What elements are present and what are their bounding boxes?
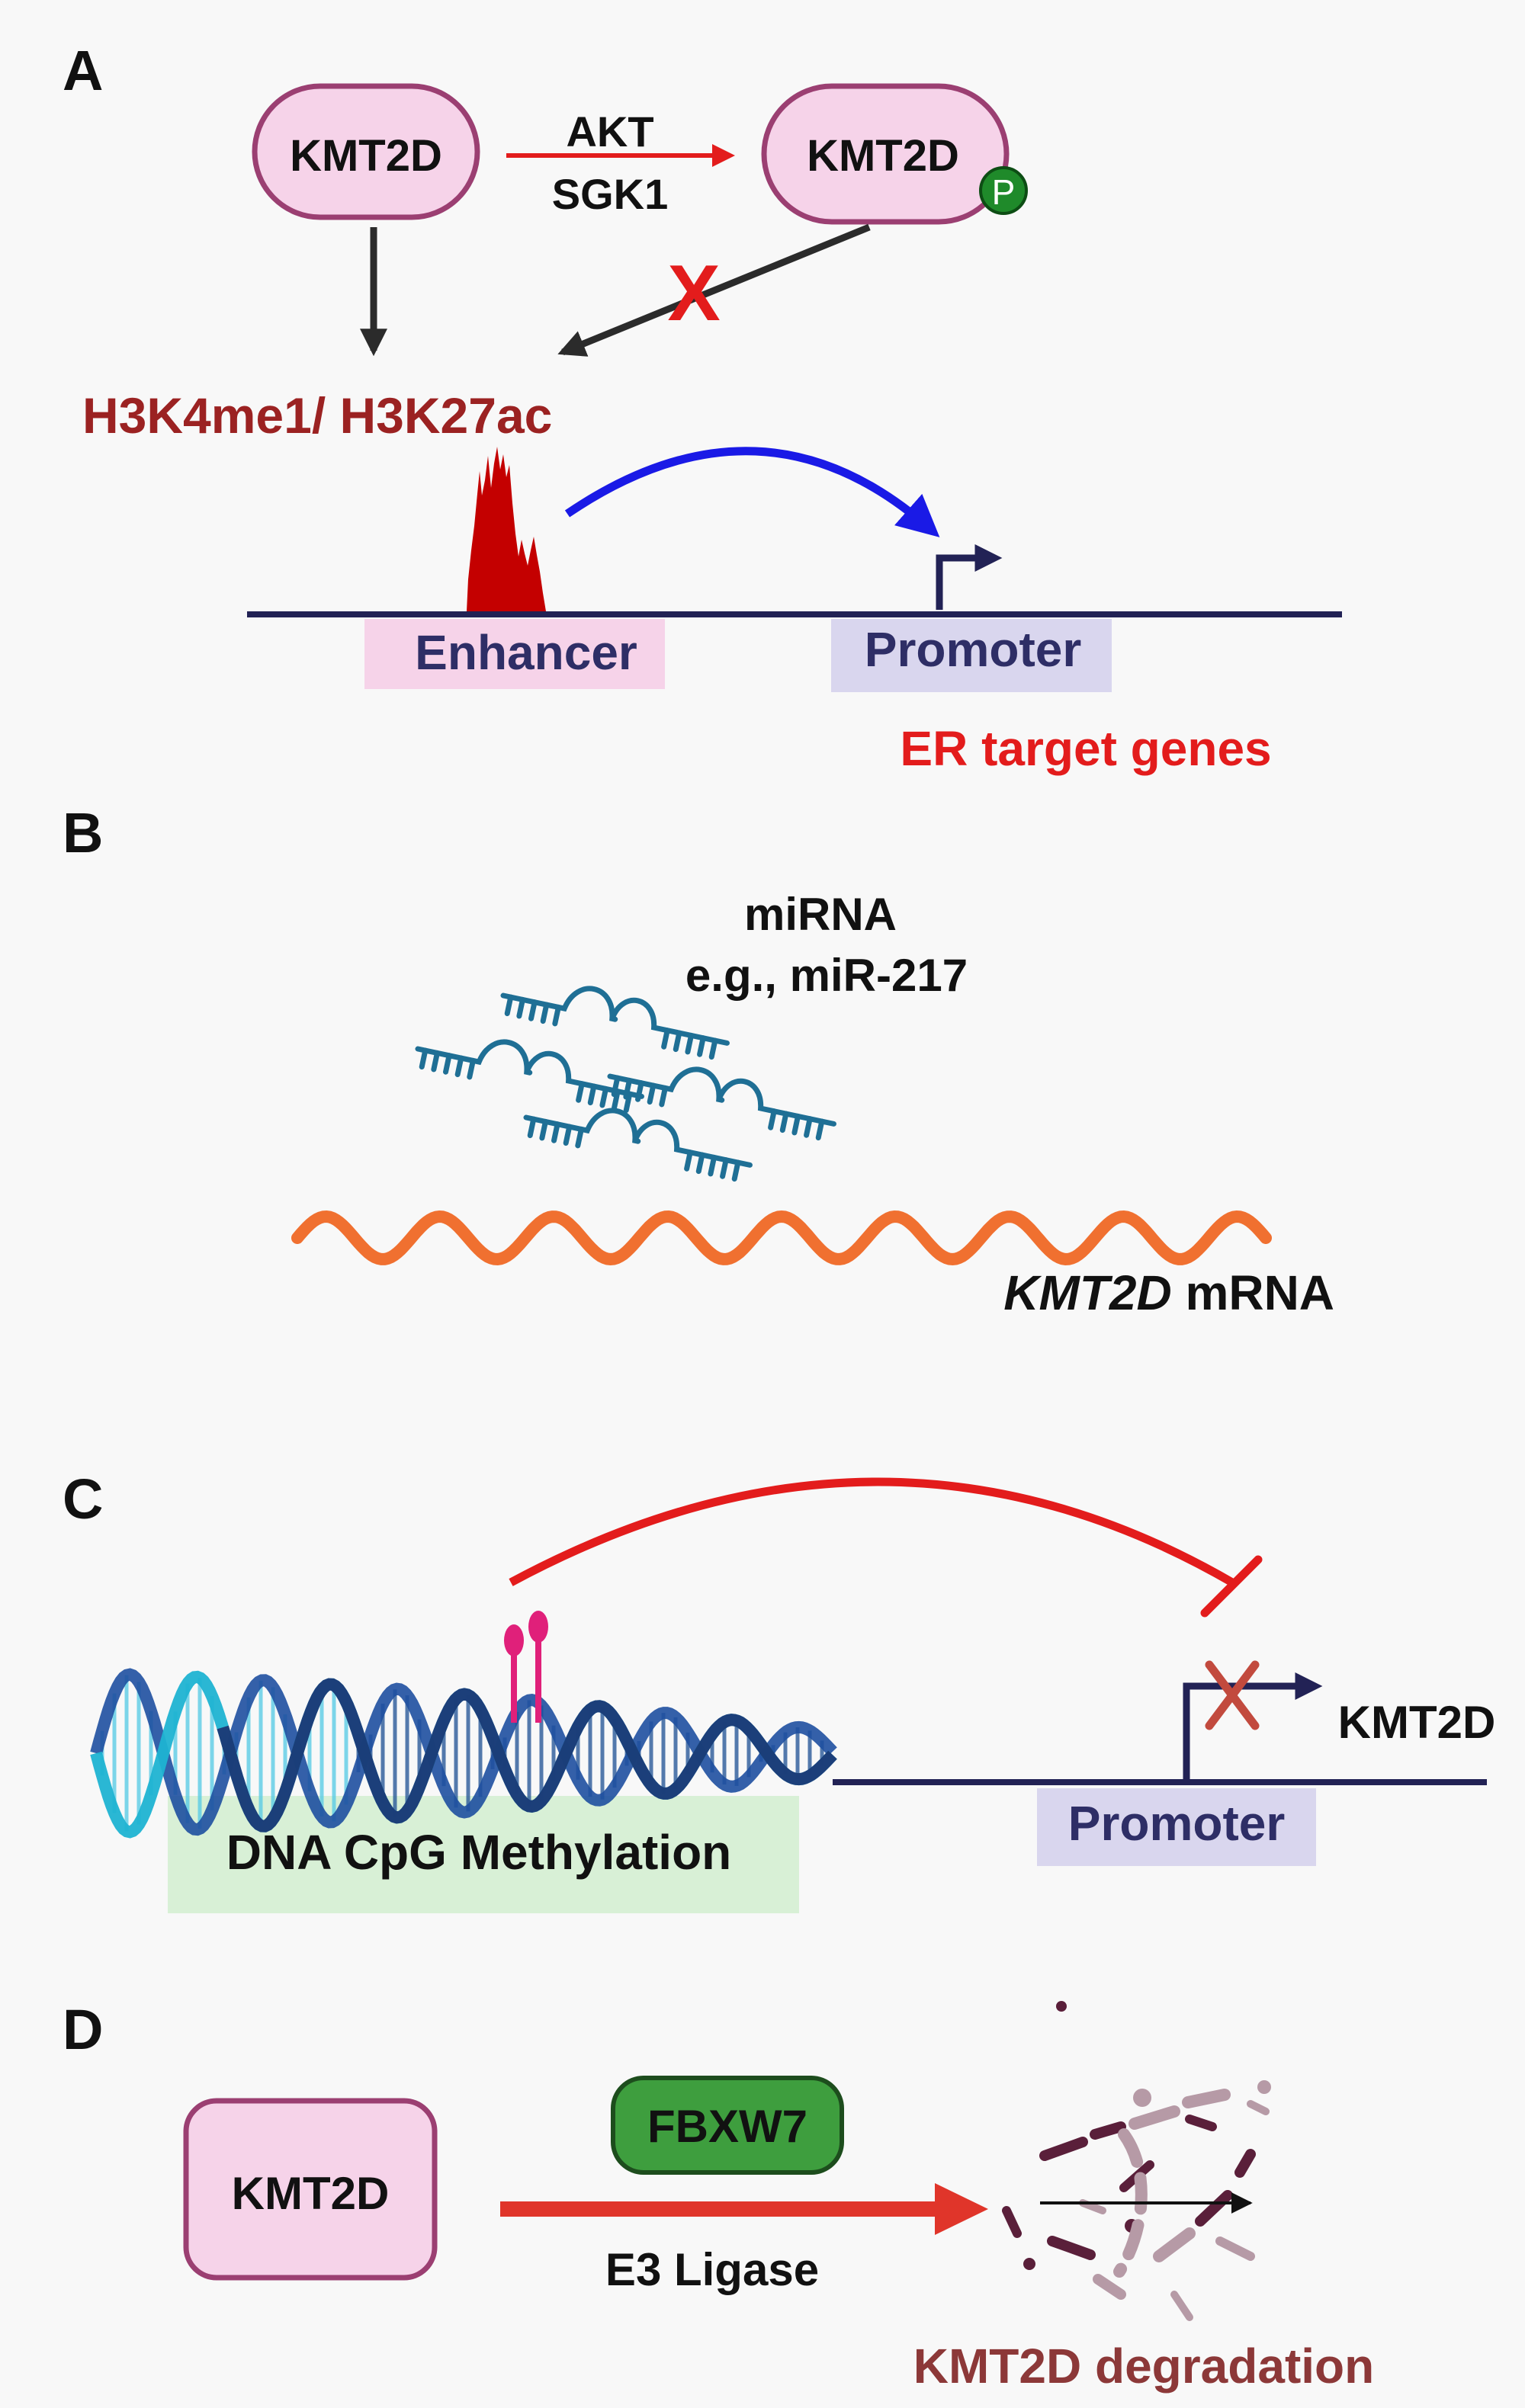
histone-marks-label: H3K4me1/ H3K27ac — [82, 387, 552, 444]
protein-fragment — [1195, 2190, 1233, 2227]
degradation-arrow-head — [935, 2183, 988, 2235]
kmt2d-substrate-node — [183, 2098, 438, 2281]
fragment-dot — [1257, 2080, 1271, 2094]
panel-a-letter: A — [63, 39, 103, 102]
protein-fragment — [1185, 2115, 1217, 2131]
promoter-label-a: Promoter — [865, 622, 1082, 677]
promoter-label-c: Promoter — [1068, 1796, 1286, 1851]
mrna-gene-name: KMT2D — [1003, 1265, 1171, 1320]
kmt2d-mrna-strand — [291, 1210, 1272, 1266]
mirna-molecule — [607, 1066, 836, 1141]
protein-fragment — [1047, 2236, 1096, 2260]
repression-arc — [509, 1477, 1234, 1586]
mrna-label: KMT2D mRNA — [1003, 1265, 1334, 1320]
panel-b: B miRNA e.g., miR-217 KMT2D mRNA — [63, 801, 1334, 1320]
phospho-badge — [979, 166, 1028, 215]
silenced-mark — [1205, 1660, 1260, 1730]
mirna-example: e.g., miR-217 — [685, 950, 968, 1001]
methylation-label: DNA CpG Methylation — [226, 1825, 732, 1880]
kmt2d-tss-arrow — [1183, 1672, 1323, 1782]
enhancer-promoter-loop-arrow — [564, 447, 940, 537]
kmt2d-left-label: KMT2D — [290, 131, 442, 181]
panel-d: D KMT2D FBXW7 E3 Ligase KMT2D degradatio… — [63, 1998, 1374, 2394]
protein-fragment — [1039, 2137, 1088, 2161]
panel-b-letter: B — [63, 801, 103, 864]
protein-fragment — [1002, 2206, 1022, 2238]
mirna-molecule — [523, 1108, 753, 1182]
block-mark: X — [667, 249, 720, 338]
enhancer-label: Enhancer — [415, 625, 637, 680]
akt-label: AKT — [566, 107, 653, 156]
enhancer-peak — [467, 447, 546, 611]
panel-d-letter: D — [63, 1998, 103, 2061]
fragment-dot — [1133, 2089, 1151, 2107]
protein-fragment — [1093, 2274, 1126, 2300]
mirna-molecules — [415, 986, 836, 1182]
mirna-title: miRNA — [744, 889, 897, 940]
dna-double-helix — [90, 1668, 837, 1839]
protein-fragment — [1128, 2105, 1180, 2130]
protein-fragment — [1234, 2149, 1256, 2178]
mirna-molecule — [415, 1039, 644, 1114]
protein-fragment — [1153, 2227, 1196, 2262]
degradation-label: KMT2D degradation — [913, 2339, 1374, 2394]
kmt2d-protein-node — [252, 83, 480, 220]
promoter-tss-arrow — [936, 544, 1003, 610]
helix-strand-back — [90, 1668, 837, 1836]
substrate-label: KMT2D — [232, 2168, 390, 2219]
kmt2d-right-label: KMT2D — [807, 131, 959, 181]
protein-fragment — [1170, 2291, 1193, 2321]
phospho-kmt2d-node — [761, 83, 1010, 225]
sgk1-label: SGK1 — [552, 170, 669, 218]
methyl-pin-head — [528, 1611, 548, 1643]
panel-c-letter: C — [63, 1467, 103, 1531]
degraded-fragments — [1002, 2001, 1271, 2321]
ligase-type-label: E3 Ligase — [605, 2244, 819, 2295]
ligase-name-label: FBXW7 — [647, 2101, 807, 2152]
blocked-histone-arrow — [557, 223, 871, 357]
er-target-genes-label: ER target genes — [900, 721, 1271, 776]
helix-strand-dark — [90, 1670, 837, 1839]
protein-fragment — [1247, 2100, 1270, 2115]
protein-fragment — [1090, 2121, 1126, 2140]
panel-c: C KMT2D Promoter DNA CpG Methylation — [63, 1467, 1495, 1913]
promoter-box-c — [1037, 1788, 1316, 1866]
methyl-pin-head — [504, 1624, 524, 1656]
mrna-suffix: mRNA — [1172, 1265, 1334, 1320]
fragment-dot — [1056, 2001, 1067, 2012]
fbxw7-node — [611, 2076, 844, 2175]
methyl-pins — [504, 1611, 548, 1723]
promoter-box-a — [831, 619, 1112, 692]
mirna-molecule — [500, 986, 730, 1060]
phospho-mark: P — [992, 172, 1016, 212]
protein-fragment — [1182, 2089, 1231, 2108]
repression-bar — [1200, 1555, 1263, 1618]
kmt2d-gene-label: KMT2D — [1338, 1697, 1496, 1748]
enhancer-box — [364, 619, 665, 689]
fragment-dot — [1023, 2258, 1035, 2270]
panel-a: A KMT2D AKT SGK1 KMT2D P X H3K4me1/ H3K2… — [63, 39, 1342, 776]
protein-fragment — [1215, 2236, 1255, 2261]
